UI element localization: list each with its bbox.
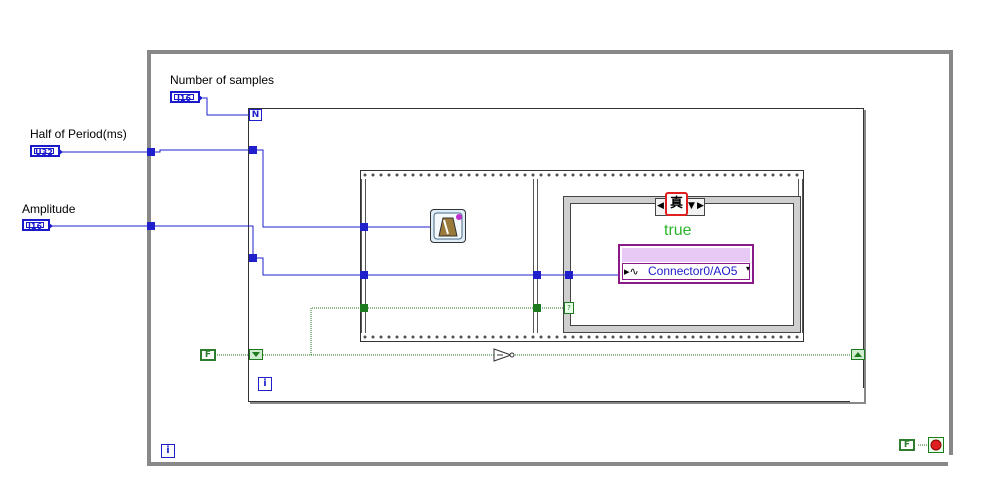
num-samples-label: Number of samples [170,73,275,87]
stop-false-constant[interactable]: F [899,439,915,451]
case-prev-arrow-icon[interactable]: ◀ [657,201,664,211]
tunnel-seq-half-period [360,223,368,231]
while-loop-frame[interactable] [147,50,953,466]
tunnel-frame2-amplitude [533,271,541,279]
false-constant[interactable]: F [200,349,216,361]
case-dropdown-arrow-icon[interactable]: ▼ [688,201,695,211]
num-samples-terminal[interactable]: I16 [170,91,203,103]
while-loop-iteration-terminal[interactable]: i [161,444,175,458]
wait-ms-timer-icon[interactable] [430,209,466,243]
case-next-arrow-icon[interactable]: ▶ [697,201,704,211]
daq-channel-value: Connector0/AO5 [648,264,738,278]
loop-count-terminal[interactable]: N [249,109,262,121]
shift-register-left-icon[interactable] [249,349,263,360]
tunnel-for-half-period [249,146,257,154]
case-selector-label: 真 [665,192,688,216]
amplitude-label: Amplitude [22,202,76,216]
stop-button-icon[interactable] [928,437,944,453]
shift-register-right-icon[interactable] [851,349,865,360]
daq-channel-constant[interactable]: ▸∿ Connector0/AO5 ▾ [618,244,754,284]
tunnel-half-period [147,148,155,156]
not-gate-icon[interactable] [493,348,515,363]
waveform-icon: ▸∿ [624,265,639,278]
amplitude-terminal[interactable]: I16 [22,219,53,231]
half-period-label: Half of Period(ms) [30,127,127,141]
tunnel-case-bool: ? [564,302,574,314]
tunnel-seq-amplitude [360,271,368,279]
tunnel-for-amplitude [249,254,257,262]
case-true-caption: true [664,222,692,239]
half-period-terminal[interactable]: U32 [30,145,63,157]
tunnel-amplitude [147,222,155,230]
tunnel-case-amplitude [565,271,573,279]
for-loop-iteration-terminal[interactable]: i [258,377,272,391]
channel-browse-icon[interactable]: ▾ [745,264,750,273]
tunnel-frame2-bool [533,304,541,312]
tunnel-seq-bool [360,304,368,312]
